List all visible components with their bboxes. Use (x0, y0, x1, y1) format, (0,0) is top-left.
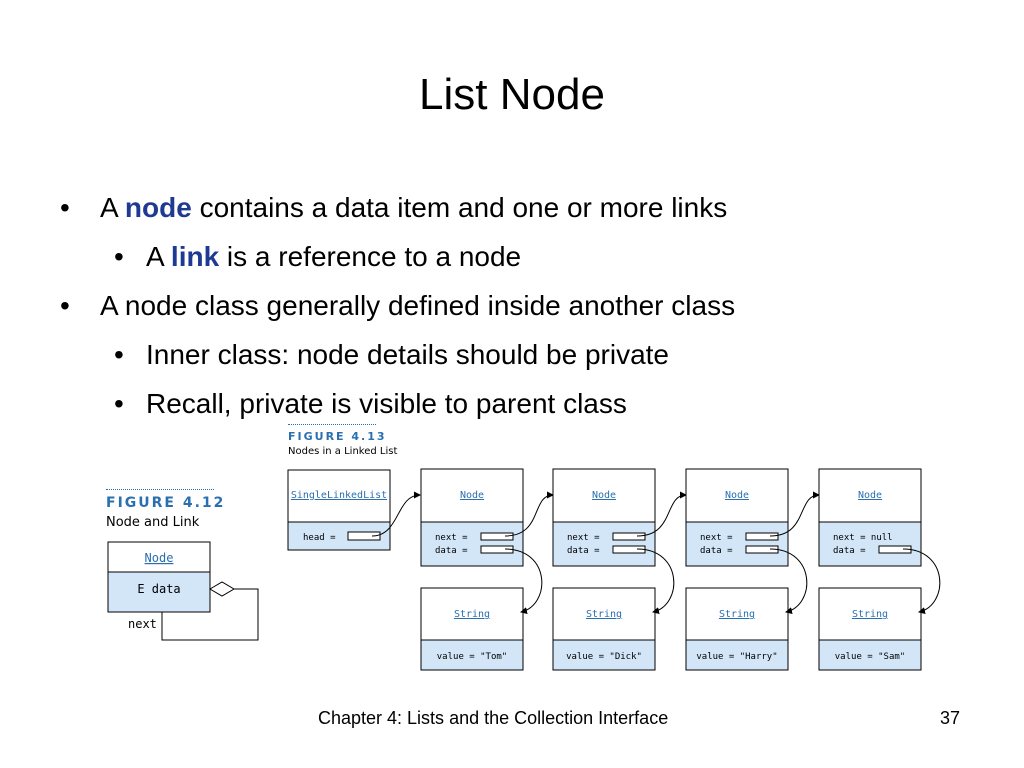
next-label: next = (567, 533, 600, 543)
figure-rule (106, 489, 214, 490)
string-class-label: String (586, 609, 622, 620)
bullet-dot: • (114, 339, 124, 370)
next-label: next = (435, 533, 468, 543)
string-value-label: value = "Dick" (566, 652, 642, 662)
bullet-list: • A node contains a data item and one or … (60, 192, 736, 420)
figure-4-13-caption: Nodes in a Linked List (288, 446, 398, 457)
bullet-text: A (100, 192, 125, 223)
node-field-box (552, 521, 656, 567)
bullet-item: • A node contains a data item and one or … (60, 192, 728, 224)
next-arrow (769, 491, 820, 537)
string-value-box (552, 639, 656, 671)
next-pointer-box (480, 532, 514, 541)
footer-chapter: Chapter 4: Lists and the Collection Inte… (318, 708, 669, 728)
bullet-dot: • (114, 388, 124, 419)
node-class-header (107, 541, 211, 573)
bullet-text: Inner class: node details should be priv… (146, 339, 669, 370)
self-link-line (161, 588, 259, 641)
sub-bullet-item: • Recall, private is visible to parent cl… (114, 388, 627, 420)
data-label: data = (833, 546, 866, 556)
link-label: next (128, 617, 157, 631)
node-class-header (818, 468, 922, 523)
node-class-header (420, 468, 524, 523)
node-class-label: Node (460, 490, 484, 501)
node-field-box (420, 521, 524, 567)
footer-page-number: 37 (940, 708, 961, 728)
bullet-dot: • (60, 192, 70, 223)
string-value-label: value = "Tom" (437, 652, 507, 662)
string-value-box (420, 639, 524, 671)
node-field-label: E data (137, 582, 180, 596)
figure-4-12-caption: Node and Link (106, 515, 200, 530)
data-arrow (504, 548, 543, 615)
data-arrow (769, 548, 808, 615)
node-class-header (685, 468, 789, 523)
head-arrow (371, 491, 421, 537)
figure-4-13-number: FIGURE 4.13 (288, 430, 387, 443)
figure-rule (288, 424, 376, 425)
node-field-box (685, 521, 789, 567)
string-class-label: String (454, 609, 490, 620)
string-class-label: String (719, 609, 755, 620)
list-class-header (287, 469, 391, 523)
next-label: next = (700, 533, 733, 543)
data-arrow (902, 548, 941, 615)
bullet-text: is a reference to a node (219, 241, 522, 272)
bullet-text: Recall, private is visible to parent cla… (146, 388, 627, 419)
data-label: data = (435, 546, 468, 556)
slide-title: List Node (419, 70, 605, 119)
node-class-label: Node (858, 490, 882, 501)
head-pointer-box (347, 531, 381, 541)
data-label: data = (700, 546, 733, 556)
string-value-box (818, 639, 922, 671)
sub-bullet-item: • Inner class: node details should be pri… (114, 339, 669, 371)
data-label: data = (567, 546, 600, 556)
figure-4-12-number: FIGURE 4.12 (106, 495, 226, 511)
node-class-label: Node (145, 551, 174, 565)
node-class-label: Node (725, 490, 749, 501)
keyword-node: node (124, 192, 192, 223)
node-field-box (107, 571, 211, 613)
next-arrow (636, 491, 687, 537)
next-pointer-box (745, 532, 779, 541)
bullet-text: contains a data item and one or more lin… (191, 192, 728, 223)
sub-bullet-item: • A link is a reference to a node (114, 241, 522, 273)
string-value-label: value = "Sam" (835, 652, 905, 662)
next-pointer-box (612, 532, 646, 541)
string-value-box (685, 639, 789, 671)
string-class-header (685, 587, 789, 641)
bullet-text: A (146, 241, 171, 272)
node-field-box (818, 521, 922, 567)
string-class-label: String (852, 609, 888, 620)
string-value-label: value = "Harry" (696, 652, 777, 662)
bullet-dot: • (60, 290, 70, 321)
node-class-header (552, 468, 656, 523)
next-arrow (504, 491, 554, 537)
data-arrow (636, 548, 675, 615)
bullet-dot: • (114, 241, 124, 272)
keyword-link: link (170, 241, 220, 272)
next-label: next = null (833, 533, 893, 543)
node-class-label: Node (592, 490, 616, 501)
head-label: head = (303, 533, 336, 543)
list-class-label: SingleLinkedList (291, 490, 387, 501)
string-class-header (420, 587, 524, 641)
bullet-text: A node class generally defined inside an… (100, 290, 736, 321)
string-class-header (552, 587, 656, 641)
bullet-item: • A node class generally defined inside a… (60, 290, 736, 322)
